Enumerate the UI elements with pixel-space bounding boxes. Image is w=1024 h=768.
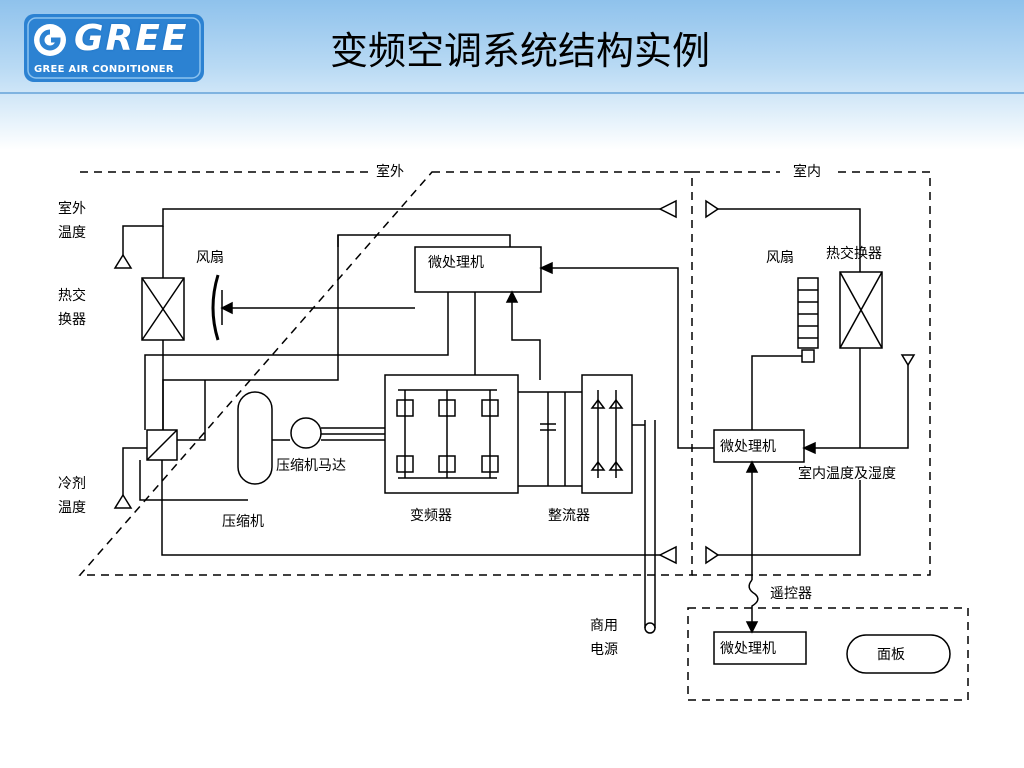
label-indoor-temp-humidity: 室内温度及湿度 bbox=[798, 465, 896, 482]
label-panel: 面板 bbox=[877, 647, 905, 663]
label-mcu-in: 微处理机 bbox=[720, 439, 776, 455]
gree-logo: GREE GREE AIR CONDITIONER bbox=[24, 14, 204, 82]
header-divider bbox=[0, 92, 1024, 94]
label-power-2: 电源 bbox=[590, 642, 618, 658]
label-hx-out-2: 换器 bbox=[58, 311, 86, 328]
mcu-indoor-box bbox=[713, 429, 805, 463]
label-hx-out-1: 热交 bbox=[58, 287, 86, 304]
label-compressor-motor: 压缩机马达 bbox=[276, 458, 346, 474]
rectifier-box bbox=[581, 374, 633, 494]
label-refrigerant-temp-2: 温度 bbox=[58, 500, 86, 516]
label-compressor: 压缩机 bbox=[222, 514, 264, 530]
gree-logo-graphic bbox=[24, 14, 204, 82]
label-inverter: 变频器 bbox=[410, 508, 452, 524]
logo-tagline: GREE AIR CONDITIONER bbox=[34, 64, 174, 75]
label-rectifier: 整流器 bbox=[548, 508, 590, 524]
label-remote: 遥控器 bbox=[770, 586, 812, 602]
remote-boundary bbox=[687, 607, 969, 701]
label-power-1: 商用 bbox=[590, 618, 618, 634]
logo-name: GREE bbox=[74, 18, 189, 59]
label-fan-out: 风扇 bbox=[196, 250, 224, 266]
label-outdoor: 室外 bbox=[376, 163, 404, 180]
label-hx-in: 热交换器 bbox=[826, 245, 882, 262]
indoor-boundary bbox=[692, 171, 931, 576]
outdoor-boundary bbox=[78, 171, 693, 576]
label-fan-in: 风扇 bbox=[766, 250, 794, 266]
page-title: 变频空调系统结构实例 bbox=[329, 29, 710, 73]
label-refrigerant-temp-1: 冷剂 bbox=[58, 476, 86, 492]
panel-box bbox=[846, 634, 951, 674]
inverter-box bbox=[384, 374, 519, 494]
mcu-outdoor-box bbox=[414, 246, 542, 293]
label-mcu-out: 微处理机 bbox=[428, 255, 484, 271]
label-indoor: 室内 bbox=[793, 163, 821, 180]
mcu-remote-box bbox=[713, 631, 807, 665]
label-outdoor-temp-1: 室外 bbox=[58, 200, 86, 217]
label-mcu-remote: 微处理机 bbox=[720, 641, 776, 657]
label-outdoor-temp-2: 温度 bbox=[58, 225, 86, 241]
